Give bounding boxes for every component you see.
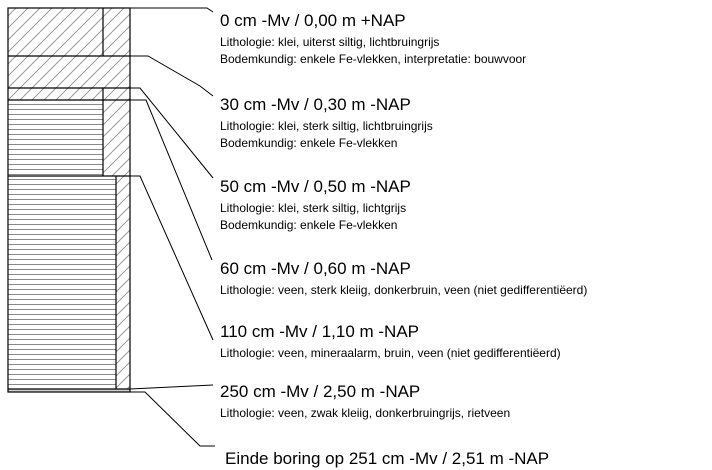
column-outline xyxy=(7,7,131,393)
column-layer-4-side xyxy=(103,100,130,176)
layer-lithology: Lithologie: veen, zwak kleiig, donkerbru… xyxy=(220,406,511,420)
layer-label-110: 110 cm -Mv / 1,10 m -NAP Lithologie: vee… xyxy=(220,322,561,361)
end-of-boring-label: Einde boring op 251 cm -Mv / 2,51 m -NAP xyxy=(225,449,550,468)
layer-soil: Bodemkundig: enkele Fe-vlekken xyxy=(220,218,398,232)
layer-depth: 250 cm -Mv / 2,50 m -NAP xyxy=(220,382,421,401)
column-layer-2-fill xyxy=(8,56,130,88)
layer-lithology: Lithologie: veen, sterk kleiig, donkerbr… xyxy=(220,283,588,297)
layer-depth: 60 cm -Mv / 0,60 m -NAP xyxy=(220,259,411,278)
layer-lithology: Lithologie: veen, mineraalarm, bruin, ve… xyxy=(220,346,561,360)
leader-line-110 xyxy=(130,175,214,341)
column-layer-1-fill xyxy=(8,8,103,56)
layer-soil: Bodemkundig: enkele Fe-vlekken, interpre… xyxy=(220,52,527,66)
leader-line-30 xyxy=(130,55,214,97)
leader-line-end xyxy=(130,391,215,447)
layer-depth: 30 cm -Mv / 0,30 m -NAP xyxy=(220,95,411,114)
layer-label-60: 60 cm -Mv / 0,60 m -NAP Lithologie: veen… xyxy=(220,259,587,298)
column-layer-5-fill xyxy=(8,176,116,389)
column-layer-3-side xyxy=(103,88,130,100)
layer-lithology: Lithologie: klei, uiterst siltig, lichtb… xyxy=(220,35,440,49)
layer-label-30: 30 cm -Mv / 0,30 m -NAP Lithologie: klei… xyxy=(220,95,433,151)
layer-label-250: 250 cm -Mv / 2,50 m -NAP Lithologie: vee… xyxy=(220,382,510,421)
layer-label-50: 50 cm -Mv / 0,50 m -NAP Lithologie: klei… xyxy=(220,177,411,233)
layer-soil: Bodemkundig: enkele Fe-vlekken xyxy=(220,136,398,150)
layer-lithology: Lithologie: klei, sterk siltig, lichtbru… xyxy=(220,119,433,133)
layer-lithology: Lithologie: klei, sterk siltig, lichtgri… xyxy=(220,201,407,215)
leader-line-0 xyxy=(130,7,214,13)
layer-label-0: 0 cm -Mv / 0,00 m +NAP Lithologie: klei,… xyxy=(220,11,526,67)
column-layer-5-side xyxy=(116,176,130,389)
layer-depth: 50 cm -Mv / 0,50 m -NAP xyxy=(220,177,411,196)
layer-depth: 0 cm -Mv / 0,00 m +NAP xyxy=(220,11,406,30)
column-layer-1-side xyxy=(103,8,130,56)
leader-line-250 xyxy=(129,384,214,390)
column-layer-4-fill xyxy=(8,100,103,176)
column-layer-3-fill xyxy=(8,88,103,100)
column-layer-6-fill xyxy=(8,389,130,392)
layer-depth: 110 cm -Mv / 1,10 m -NAP xyxy=(220,322,420,341)
leader-line-50 xyxy=(130,87,214,179)
leader-line-60 xyxy=(130,99,213,261)
